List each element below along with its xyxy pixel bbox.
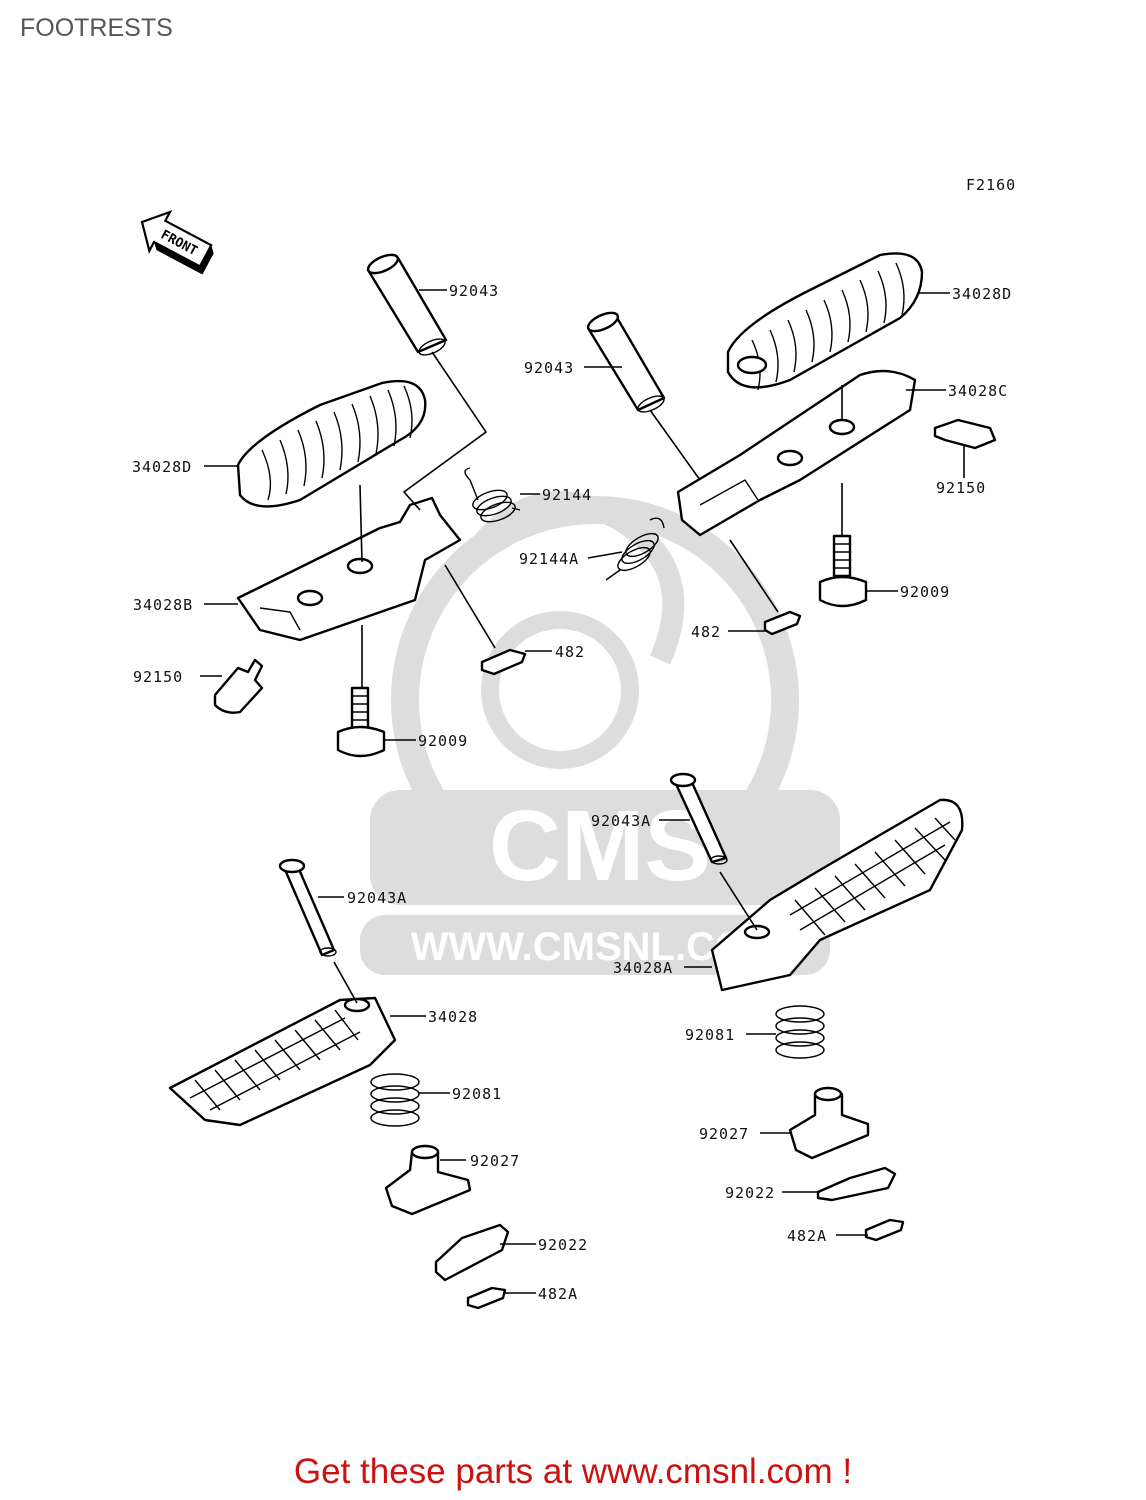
spring-92081-right [775, 1005, 825, 1059]
part-label-34028a[interactable]: 34028A [613, 959, 673, 977]
rubber-34028d-left [236, 379, 427, 508]
part-label-92009[interactable]: 92009 [418, 732, 468, 750]
part-label-92043[interactable]: 92043 [524, 359, 574, 377]
part-label-92022[interactable]: 92022 [538, 1236, 588, 1254]
clip-482a-right [864, 1218, 905, 1242]
part-label-34028c[interactable]: 34028C [948, 382, 1008, 400]
footpeg-34028 [168, 996, 397, 1127]
bolt-92009-right [818, 534, 868, 608]
part-label-92144a[interactable]: 92144A [519, 550, 579, 568]
front-arrow-icon: FRONT [140, 209, 214, 275]
part-label-92027[interactable]: 92027 [699, 1125, 749, 1143]
part-label-482a[interactable]: 482A [538, 1285, 578, 1303]
pin-92043-left [366, 253, 448, 356]
page-title: FOOTRESTS [20, 14, 173, 42]
clip-482-left [480, 648, 527, 676]
part-label-92009[interactable]: 92009 [900, 583, 950, 601]
bracket-34028c [676, 369, 917, 537]
figure-code: F2160 [966, 176, 1016, 194]
part-label-92043a[interactable]: 92043A [347, 889, 407, 907]
watermark: CMS WWW.CMSNL.COM [360, 491, 840, 975]
part-label-34028d[interactable]: 34028D [132, 458, 192, 476]
bracket-34028b [236, 496, 462, 642]
footpeg-34028a [710, 798, 964, 992]
part-label-482[interactable]: 482 [555, 643, 585, 661]
bolt-92009-left [336, 686, 386, 758]
part-label-34028b[interactable]: 34028B [133, 596, 193, 614]
spring-92144a [605, 517, 665, 581]
plate-92022-left [434, 1223, 510, 1282]
part-label-92043a[interactable]: 92043A [591, 812, 651, 830]
bolt-92150-left [213, 658, 264, 714]
bolt-92150-right [933, 418, 997, 450]
part-label-92144[interactable]: 92144 [542, 486, 592, 504]
part-labels: 92043 34028D 92043 34028D 34028C 92144 9… [132, 282, 1012, 1303]
plate-92022-right [816, 1166, 897, 1202]
cam-92027-left [384, 1144, 472, 1216]
cam-92027-right [788, 1086, 870, 1160]
part-label-482[interactable]: 482 [691, 623, 721, 641]
part-label-92022[interactable]: 92022 [725, 1184, 775, 1202]
part-label-92081[interactable]: 92081 [685, 1026, 735, 1044]
pin-92043a-left [278, 858, 337, 957]
part-label-34028[interactable]: 34028 [428, 1008, 478, 1026]
part-label-92043[interactable]: 92043 [449, 282, 499, 300]
spring-92081-left [370, 1073, 420, 1127]
pin-92043a-right [669, 772, 728, 865]
part-label-92150[interactable]: 92150 [133, 668, 183, 686]
part-label-92150[interactable]: 92150 [936, 479, 986, 497]
rubber-34028d-right [726, 252, 924, 391]
leader-lines [200, 289, 965, 1294]
pin-92043-right [586, 311, 666, 413]
clip-482-right [763, 610, 802, 636]
clip-482a-left [466, 1286, 507, 1310]
part-label-34028d[interactable]: 34028D [952, 285, 1012, 303]
parts-diagram: CMS WWW.CMSNL.COM F2160 FRONT [132, 176, 1016, 1310]
footer-link[interactable]: Get these parts at www.cmsnl.com ! [293, 1452, 853, 1491]
part-label-92027[interactable]: 92027 [470, 1152, 520, 1170]
watermark-logo: CMS [489, 790, 711, 902]
part-label-92081[interactable]: 92081 [452, 1085, 502, 1103]
spring-92144 [464, 467, 521, 523]
part-label-482a[interactable]: 482A [787, 1227, 827, 1245]
